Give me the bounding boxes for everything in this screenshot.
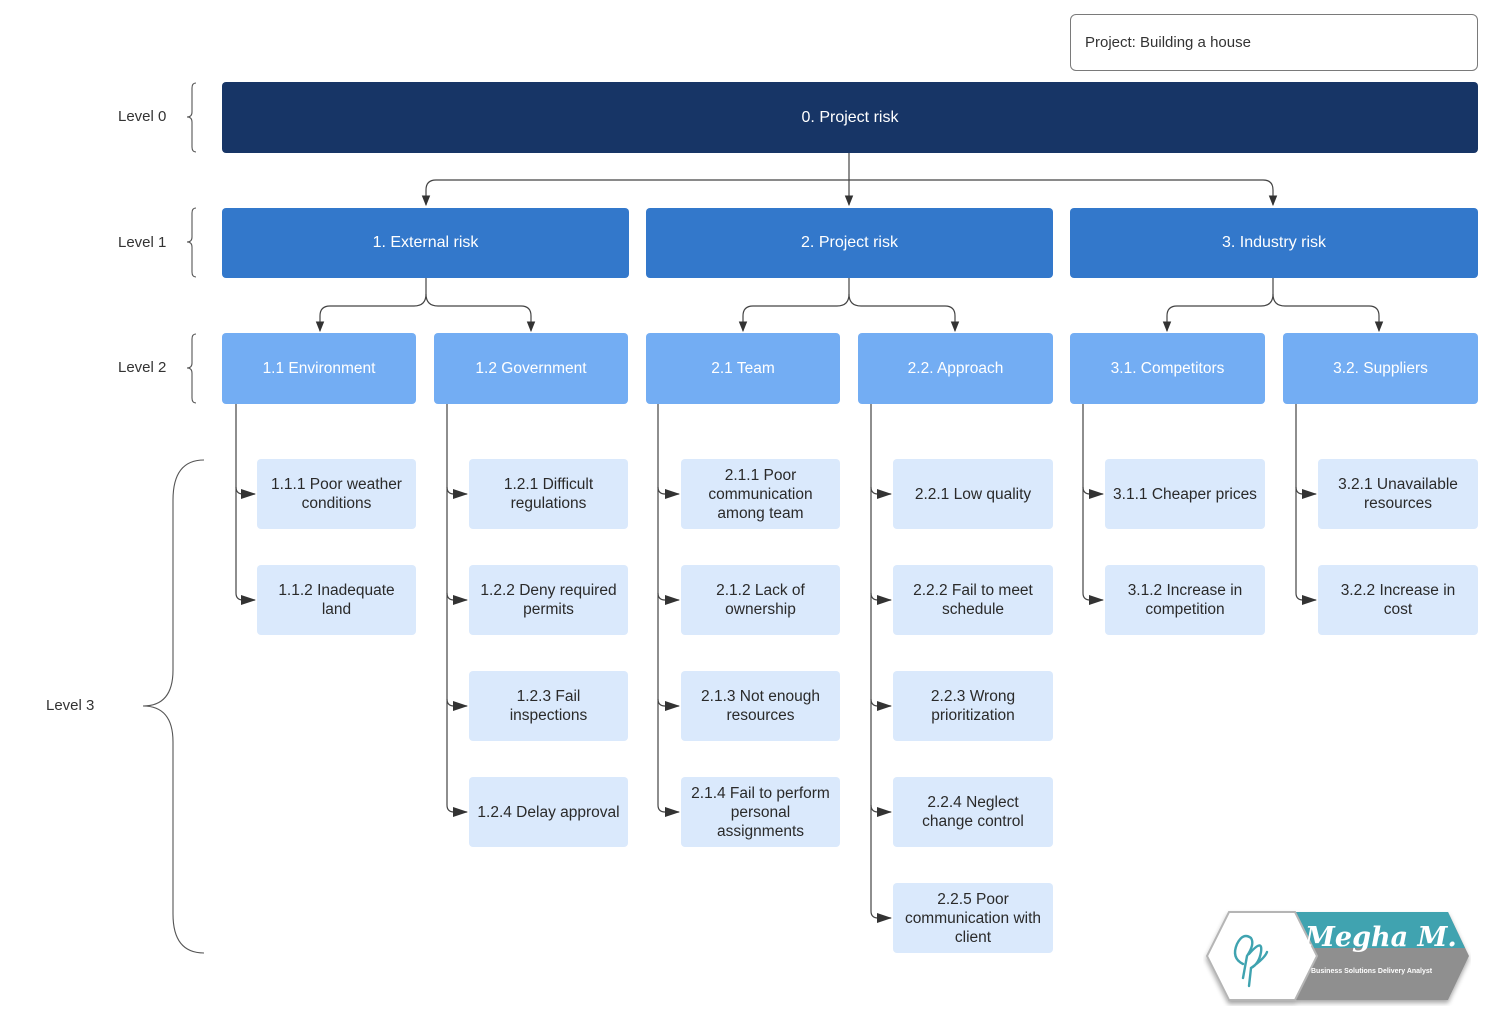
- node-1-1-2: 1.1.2 Inadequate land: [257, 565, 416, 635]
- project-label: Project: Building a house: [1070, 14, 1478, 71]
- logo-banner-teal: [1295, 912, 1465, 948]
- node-1-1-1: 1.1.1 Poor weather conditions: [257, 459, 416, 529]
- node-approach: 2.2. Approach: [858, 333, 1053, 404]
- brand-logo: Megha M. Business Solutions Delivery Ana…: [1205, 911, 1469, 1001]
- node-environment: 1.1 Environment: [222, 333, 416, 404]
- node-external-risk: 1. External risk: [222, 208, 629, 278]
- node-government: 1.2 Government: [434, 333, 628, 404]
- node-1-2-2: 1.2.2 Deny required permits: [469, 565, 628, 635]
- root-node: 0. Project risk: [222, 82, 1478, 153]
- logo-monogram: [1233, 934, 1269, 988]
- level-2-label: Level 2: [118, 359, 167, 376]
- node-2-1-1: 2.1.1 Poor communication among team: [681, 459, 840, 529]
- node-1-2-3: 1.2.3 Fail inspections: [469, 671, 628, 741]
- node-2-1-3: 2.1.3 Not enough resources: [681, 671, 840, 741]
- level-1-label: Level 1: [118, 234, 167, 251]
- node-3-2-1: 3.2.1 Unavailable resources: [1318, 459, 1478, 529]
- node-1-2-4: 1.2.4 Delay approval: [469, 777, 628, 847]
- node-2-2-4: 2.2.4 Neglect change control: [893, 777, 1053, 847]
- node-project-risk: 2. Project risk: [646, 208, 1053, 278]
- logo-tagline: Business Solutions Delivery Analyst: [1311, 968, 1433, 975]
- node-2-1-4: 2.1.4 Fail to perform personal assignmen…: [681, 777, 840, 847]
- node-team: 2.1 Team: [646, 333, 840, 404]
- level-braces: [142, 82, 205, 954]
- level-3-label: Level 3: [46, 697, 95, 714]
- level-0-label: Level 0: [118, 108, 167, 125]
- node-3-1-1: 3.1.1 Cheaper prices: [1105, 459, 1265, 529]
- logo-name: Megha M.: [1304, 922, 1457, 953]
- node-competitors: 3.1. Competitors: [1070, 333, 1265, 404]
- node-2-2-1: 2.2.1 Low quality: [893, 459, 1053, 529]
- node-industry-risk: 3. Industry risk: [1070, 208, 1478, 278]
- node-3-2-2: 3.2.2 Increase in cost: [1318, 565, 1478, 635]
- node-1-2-1: 1.2.1 Difficult regulations: [469, 459, 628, 529]
- logo-hexagon: [1205, 911, 1319, 1001]
- node-2-2-3: 2.2.3 Wrong prioritization: [893, 671, 1053, 741]
- node-3-1-2: 3.1.2 Increase in competition: [1105, 565, 1265, 635]
- node-2-2-5: 2.2.5 Poor communication with client: [893, 883, 1053, 953]
- node-2-2-2: 2.2.2 Fail to meet schedule: [893, 565, 1053, 635]
- node-suppliers: 3.2. Suppliers: [1283, 333, 1478, 404]
- node-2-1-2: 2.1.2 Lack of ownership: [681, 565, 840, 635]
